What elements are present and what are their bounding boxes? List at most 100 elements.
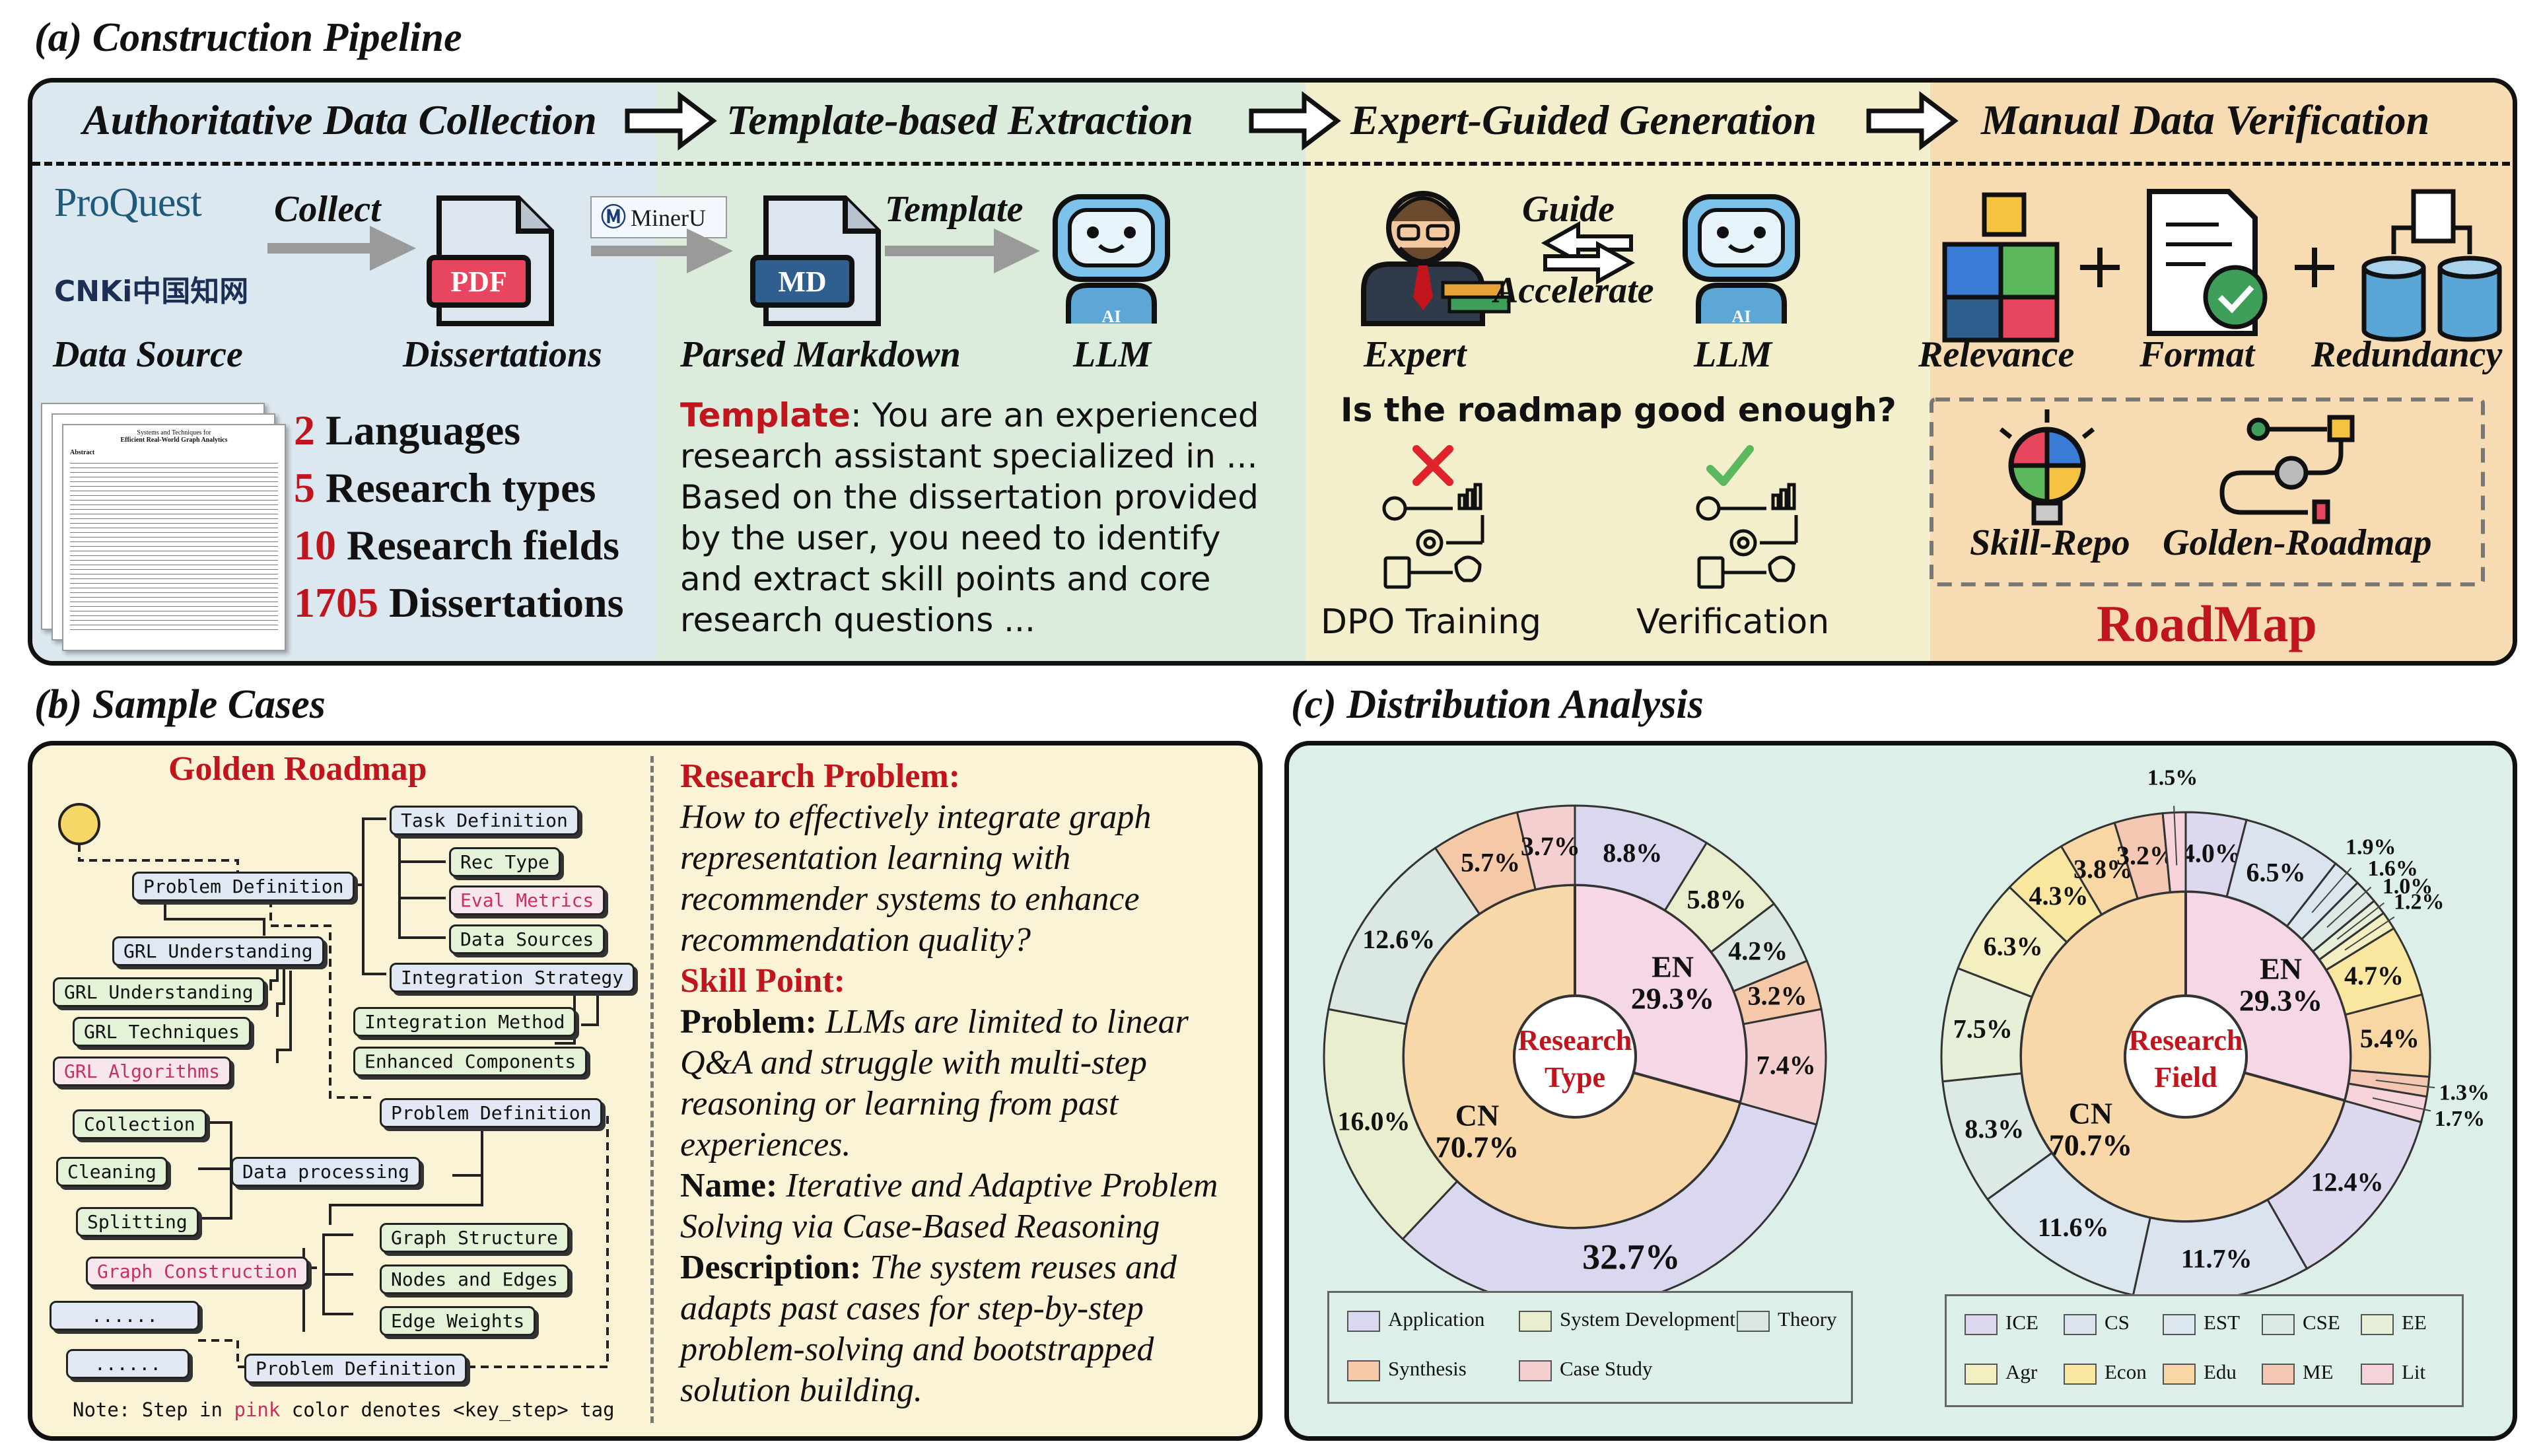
stat-dissertations: 1705 Dissertations <box>294 578 624 627</box>
stat-research-fields: 10 Research fields <box>294 521 619 570</box>
donut1-outer-leader-8 <box>2375 1079 2435 1089</box>
legend-box-type <box>1327 1291 1853 1404</box>
legend-1-label-5: Agr <box>2005 1360 2038 1383</box>
legend-1-item-5: Agr <box>1965 1360 2037 1385</box>
legend-1-swatch-4 <box>2361 1313 2394 1335</box>
legend-1-label-3: CSE <box>2303 1311 2340 1334</box>
donut0-outer-label-1: 5.8% <box>1687 884 1746 914</box>
legend-1-label-2: EST <box>2204 1311 2241 1334</box>
database-icon <box>2361 189 2502 342</box>
section-c-title: (c) Distribution Analysis <box>1291 682 1704 727</box>
donut0-core <box>1513 994 1637 1119</box>
roadmap-dashed-box <box>1930 398 2485 586</box>
mineru-logo: Ⓜ MinerU <box>590 196 727 238</box>
roadmap-node-nodes-and-edges[interactable]: Nodes and Edges <box>380 1265 569 1294</box>
legend-1-item-0: ICE <box>1965 1311 2038 1335</box>
roadmap-node-ellipsis-2[interactable]: ...... <box>66 1349 190 1379</box>
pdf-icon: PDF <box>427 195 554 326</box>
stat-languages-num: 2 <box>294 407 315 454</box>
accelerate-label: Accelerate <box>1494 270 1654 311</box>
donut0-outer-label-3: 3.2% <box>1748 981 1807 1010</box>
donut0-outer-label-2: 4.2% <box>1728 936 1788 965</box>
legend-0-label-2: Theory <box>1778 1307 1837 1331</box>
roadmap-node-graph-construction[interactable]: Graph Construction <box>86 1257 309 1286</box>
roadmap-node-problem-definition-3[interactable]: Problem Definition <box>244 1354 468 1383</box>
donut1-outer-label-8: 1.3% <box>2439 1081 2489 1105</box>
stat-dissertations-num: 1705 <box>294 579 378 626</box>
relevance-label: Relevance <box>1918 334 2075 375</box>
problem-label: Problem: <box>680 1003 817 1041</box>
dissertation-page-lines <box>70 459 278 631</box>
roadmap-node-integration-strategy[interactable]: Integration Strategy <box>390 963 635 992</box>
roadmap-node-graph-structure[interactable]: Graph Structure <box>380 1223 569 1253</box>
collect-arrow <box>267 226 416 271</box>
legend-1-label-4: EE <box>2402 1311 2427 1334</box>
legend-1-label-9: Lit <box>2402 1360 2426 1383</box>
roadmap-node-enhanced-components[interactable]: Enhanced Components <box>353 1047 588 1076</box>
donut0-outer-label-8: 5.7% <box>1461 848 1520 878</box>
donut1-title-0: Research <box>2129 1024 2243 1057</box>
name-text: Iterative and Adaptive Problem Solving v… <box>680 1167 1218 1245</box>
roadmap-node-task-definition[interactable]: Task Definition <box>390 806 579 835</box>
roadmap-node-collection[interactable]: Collection <box>73 1109 207 1139</box>
stat-research-fields-label: Research fields <box>347 522 619 569</box>
plus-icon-1 <box>2080 248 2120 287</box>
template-arrow-label: Template <box>885 189 1024 230</box>
legend-1-item-7: Edu <box>2163 1360 2237 1385</box>
donut1-outer-label-7: 5.4% <box>2360 1023 2419 1053</box>
process-icon-1 <box>1382 483 1484 589</box>
cnki-logo: CNKi中国知网 <box>54 275 249 308</box>
stage-bg-2 <box>656 83 1305 661</box>
roadmap-node-problem-definition-2[interactable]: Problem Definition <box>380 1098 603 1128</box>
roadmap-node-eval-metrics[interactable]: Eval Metrics <box>449 885 606 915</box>
data-source-label: Data Source <box>53 334 243 375</box>
legend-0-label-3: Synthesis <box>1388 1357 1467 1380</box>
problem-text: LLMs are limited to linear Q&A and strug… <box>680 1003 1189 1163</box>
stage-bg-4 <box>1930 83 2513 661</box>
description-field: Description: The system reuses and adapt… <box>680 1247 1261 1411</box>
donut1-outer-label-14: 7.5% <box>1953 1014 2013 1044</box>
donut1-outer-label-3: 1.6% <box>2367 856 2418 881</box>
donut1-inner-EN-value: 29.3% <box>2239 983 2323 1017</box>
roadmap-node-splitting[interactable]: Splitting <box>76 1207 199 1237</box>
problem-field: Problem: LLMs are limited to linear Q&A … <box>680 1002 1261 1165</box>
golden-roadmap-label: Golden-Roadmap <box>2163 522 2432 563</box>
donut1-outer-leader-2 <box>2311 867 2352 913</box>
legend-1-label-6: Econ <box>2105 1360 2147 1383</box>
roadmap-node-grl-understanding-2[interactable]: GRL Understanding <box>53 977 265 1007</box>
pipeline-icons: PDF Ⓜ MinerU MD AI <box>267 189 2502 589</box>
roadmap-node-rec-type[interactable]: Rec Type <box>449 847 561 877</box>
expert-label: Expert <box>1364 334 1467 375</box>
donut1-outer-leader-3 <box>2326 886 2372 928</box>
legend-1-item-2: EST <box>2163 1311 2240 1335</box>
roadmap-node-ellipsis-1[interactable]: ...... <box>50 1301 200 1331</box>
roadmap-node-problem-definition-1[interactable]: Problem Definition <box>132 872 355 901</box>
roadmap-node-integration-method[interactable]: Integration Method <box>353 1007 576 1037</box>
legend-0-item-2: Theory <box>1737 1307 1837 1332</box>
stage-title-2: Template-based Extraction <box>726 96 1193 143</box>
mineru-arrow <box>591 228 733 273</box>
roadmap-node-grl-techniques[interactable]: GRL Techniques <box>73 1017 252 1047</box>
template-prompt-label: Template <box>680 396 851 434</box>
roadmap-node-cleaning[interactable]: Cleaning <box>56 1157 168 1187</box>
sample-divider <box>650 756 654 1423</box>
donut1-outer-label-5: 1.2% <box>2394 890 2445 915</box>
template-prompt: Template: You are an experienced researc… <box>680 395 1261 641</box>
legend-1-swatch-2 <box>2163 1313 2196 1335</box>
legend-1-item-1: CS <box>2064 1311 2130 1335</box>
donut1-outer-leader-5 <box>2344 916 2395 951</box>
roadmap-node-grl-understanding-1[interactable]: GRL Understanding <box>112 936 324 966</box>
template-arrow <box>885 228 1040 273</box>
roadmap-node-data-processing[interactable]: Data processing <box>231 1157 421 1187</box>
roadmap-node-grl-algorithms[interactable]: GRL Algorithms <box>53 1057 232 1086</box>
mineru-label: MinerU <box>631 205 706 231</box>
donut0-outer-label-4: 7.4% <box>1757 1051 1816 1080</box>
legend-1-item-3: CSE <box>2262 1311 2340 1335</box>
donut0-outer-label-7: 12.6% <box>1362 924 1435 954</box>
proquest-logo: ProQuest <box>54 180 202 225</box>
dissertation-page-front: Systems and Techniques for Efficient Rea… <box>62 424 286 651</box>
roadmap-node-data-sources[interactable]: Data Sources <box>449 924 606 954</box>
roadmap-node-edge-weights[interactable]: Edge Weights <box>380 1306 536 1336</box>
name-label: Name: <box>680 1167 778 1204</box>
dissertation-page-title: Efficient Real-World Graph Analytics <box>120 436 228 444</box>
